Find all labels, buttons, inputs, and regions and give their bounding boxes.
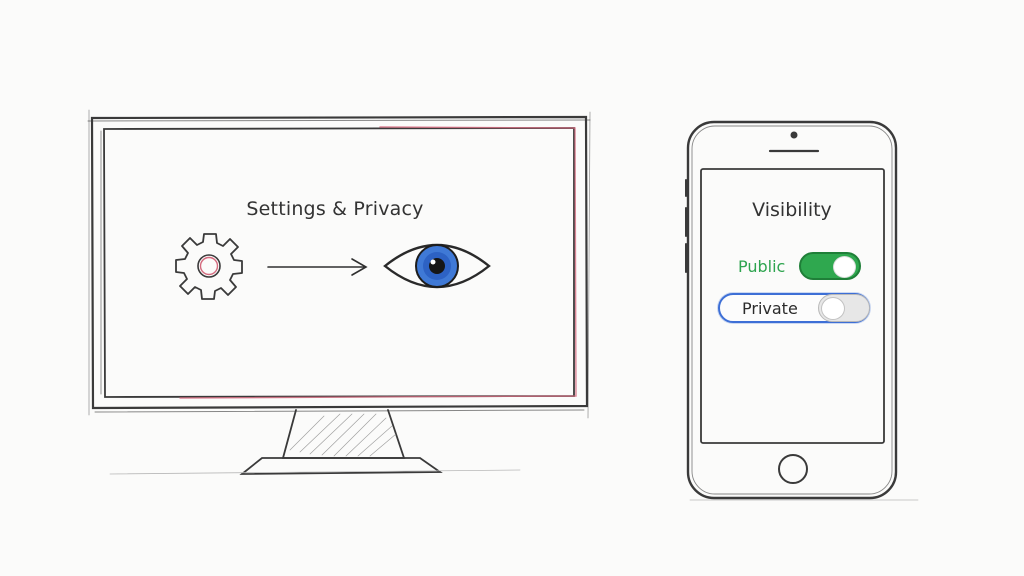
toggle-knob — [821, 297, 845, 320]
public-label: Public — [738, 256, 786, 276]
private-toggle[interactable] — [818, 294, 870, 322]
toggle-knob — [833, 256, 857, 278]
phone — [685, 120, 919, 501]
public-option[interactable]: Public — [738, 252, 862, 280]
private-option[interactable]: Private — [718, 293, 870, 323]
private-label: Private — [742, 298, 798, 318]
visibility-title: Visibility — [752, 199, 832, 221]
stand-shading — [289, 413, 397, 457]
gear-icon — [175, 233, 243, 300]
private-pill[interactable]: Private — [718, 293, 870, 323]
monitor — [87, 109, 591, 475]
monitor-title: Settings & Privacy — [246, 198, 424, 220]
arrow-right-icon — [267, 258, 368, 276]
eye-icon — [383, 243, 491, 289]
public-toggle[interactable] — [799, 252, 862, 280]
